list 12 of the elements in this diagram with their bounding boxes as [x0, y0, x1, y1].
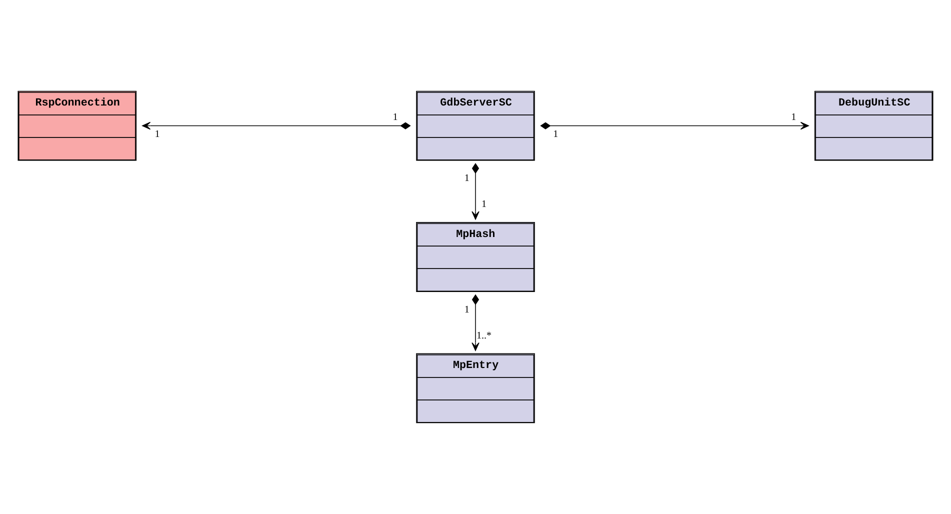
- label: 1: [791, 112, 796, 123]
- arrow: [472, 163, 480, 220]
- arrow: [472, 294, 480, 351]
- arrow: [142, 122, 411, 130]
- label: 1: [154, 128, 160, 140]
- label: 1: [553, 128, 558, 140]
- label: 1: [464, 173, 470, 184]
- label: 1: [482, 199, 487, 210]
- label: 1..*: [476, 330, 492, 342]
- label: 1: [464, 304, 470, 316]
- arrow: [540, 122, 809, 130]
- label: 1: [392, 112, 398, 123]
